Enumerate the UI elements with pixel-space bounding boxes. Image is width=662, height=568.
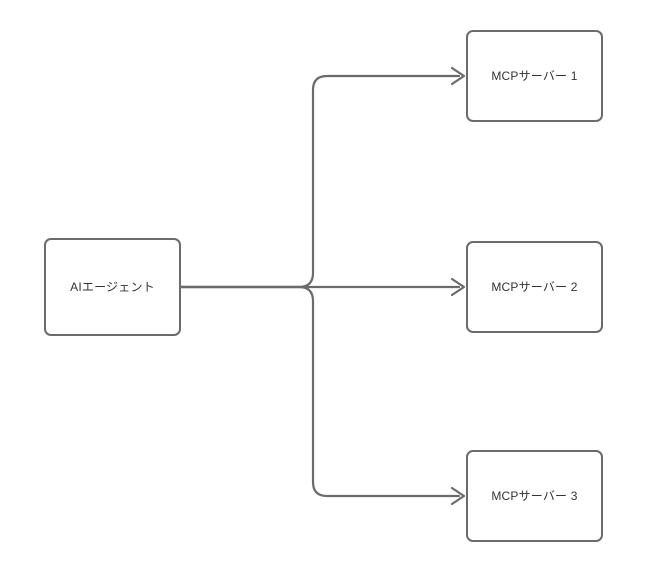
- node-ai-agent-box: [44, 238, 181, 336]
- node-mcp-server-3-box: [466, 450, 603, 542]
- edge-agent-to-server-1-line: [179, 74, 461, 289]
- edge-agent-to-server-3[interactable]: [179, 285, 466, 506]
- connector-group: [179, 66, 466, 506]
- node-ai-agent-label: AIエージェント: [70, 280, 155, 294]
- node-mcp-server-1-box: [466, 30, 603, 122]
- edge-agent-to-server-1[interactable]: [179, 66, 466, 289]
- node-mcp-server-3-label: MCPサーバー 3: [491, 489, 577, 503]
- arrowhead-to-server-3-icon: [450, 486, 466, 506]
- arrowhead-to-server-2-icon: [450, 277, 466, 297]
- node-mcp-server-2-label: MCPサーバー 2: [491, 280, 577, 294]
- node-mcp-server-2-box: [466, 241, 603, 333]
- node-mcp-server-3[interactable]: MCPサーバー 3: [466, 450, 603, 542]
- node-mcp-server-1-label: MCPサーバー 1: [491, 69, 577, 83]
- node-mcp-server-1[interactable]: MCPサーバー 1: [466, 30, 603, 122]
- edge-agent-to-server-3-line: [179, 285, 461, 498]
- node-group: AIエージェント MCPサーバー 1 MCPサーバー 2 MCPサーバー 3: [44, 30, 603, 542]
- node-mcp-server-2[interactable]: MCPサーバー 2: [466, 241, 603, 333]
- node-ai-agent[interactable]: AIエージェント: [44, 238, 181, 336]
- arrowhead-to-server-1-icon: [450, 66, 466, 86]
